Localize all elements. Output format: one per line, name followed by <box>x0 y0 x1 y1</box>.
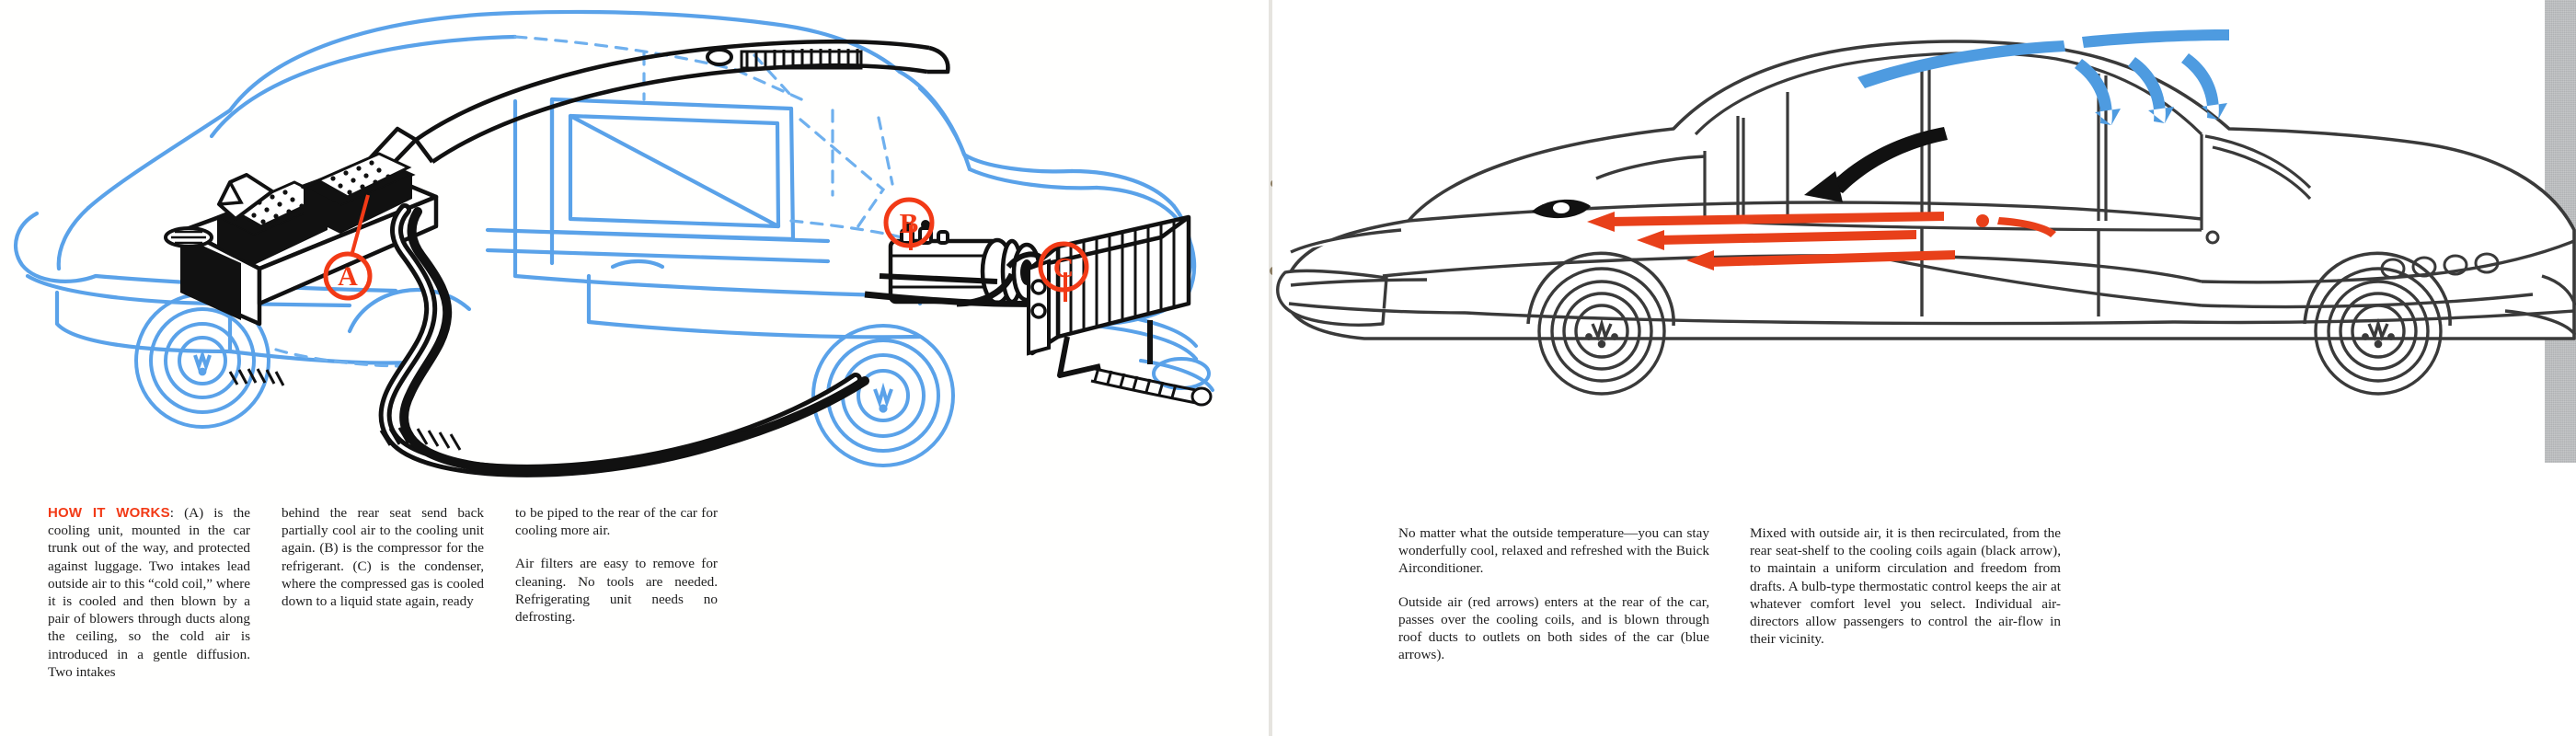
refrigerant-lines <box>378 203 869 477</box>
column-1-body: : (A) is the cooling unit, mounted in th… <box>48 505 250 680</box>
text-column-5: Mixed with outside air, it is then recir… <box>1750 524 2061 679</box>
callout-a: A <box>323 194 373 301</box>
svg-text:A: A <box>338 261 358 292</box>
rear-bumper <box>1276 228 1466 327</box>
svg-text:C: C <box>1053 251 1074 283</box>
car-body-outline <box>13 9 1197 365</box>
column-2-body: behind the rear seat send back partially… <box>282 505 484 610</box>
column-5-paragraph-1: Mixed with outside air, it is then recir… <box>1750 525 2061 648</box>
front-wheel <box>2303 251 2452 396</box>
how-it-works-kicker: HOW IT WORKS <box>48 505 170 521</box>
intake-grille-dots-2 <box>330 160 391 195</box>
door-handle-detail <box>2205 230 2220 245</box>
callout-c: C <box>1038 241 1089 302</box>
rear-shelf-vent <box>1532 199 1591 219</box>
red-arrows <box>1587 212 2056 270</box>
left-page: A B C HOW IT WORKS: (A) is the cooling u… <box>0 0 1270 736</box>
page-gutter <box>1269 0 1272 736</box>
column-3-paragraph-1: to be piped to the rear of the car for c… <box>515 505 718 539</box>
black-arrow <box>1804 127 1948 202</box>
text-column-3: to be piped to the rear of the car for c… <box>515 504 718 696</box>
left-page-text-columns: HOW IT WORKS: (A) is the cooling unit, m… <box>48 504 1179 696</box>
column-3-paragraph-2: Air filters are easy to remove for clean… <box>515 556 718 626</box>
condenser-lower-tube <box>1090 366 1197 405</box>
column-4-paragraph-2: Outside air (red arrows) enters at the r… <box>1398 593 1709 663</box>
braided-hose-section <box>228 368 462 451</box>
column-4-paragraph-1: No matter what the outside temperature—y… <box>1398 525 1709 577</box>
front-bumper <box>2504 274 2576 337</box>
text-column-4: No matter what the outside temperature—y… <box>1398 524 1709 679</box>
right-page: No matter what the outside temperature—y… <box>1272 0 2576 736</box>
svg-text:B: B <box>900 207 919 239</box>
cutaway-sedan-airconditioner-diagram: A B C <box>0 0 1270 515</box>
text-column-1: HOW IT WORKS: (A) is the cooling unit, m… <box>48 504 250 696</box>
rear-wheel <box>1526 251 1675 396</box>
blue-arrows <box>1857 29 2229 125</box>
fender-portholes <box>2380 252 2500 280</box>
roof-outlet-grille <box>706 48 863 70</box>
right-page-text-columns: No matter what the outside temperature—y… <box>1398 524 2539 679</box>
callout-b: B <box>883 197 935 250</box>
buick-sedan-airflow-diagram <box>1272 0 2576 478</box>
text-column-2: behind the rear seat send back partially… <box>282 504 484 696</box>
roof-duct-assembly <box>414 39 950 164</box>
